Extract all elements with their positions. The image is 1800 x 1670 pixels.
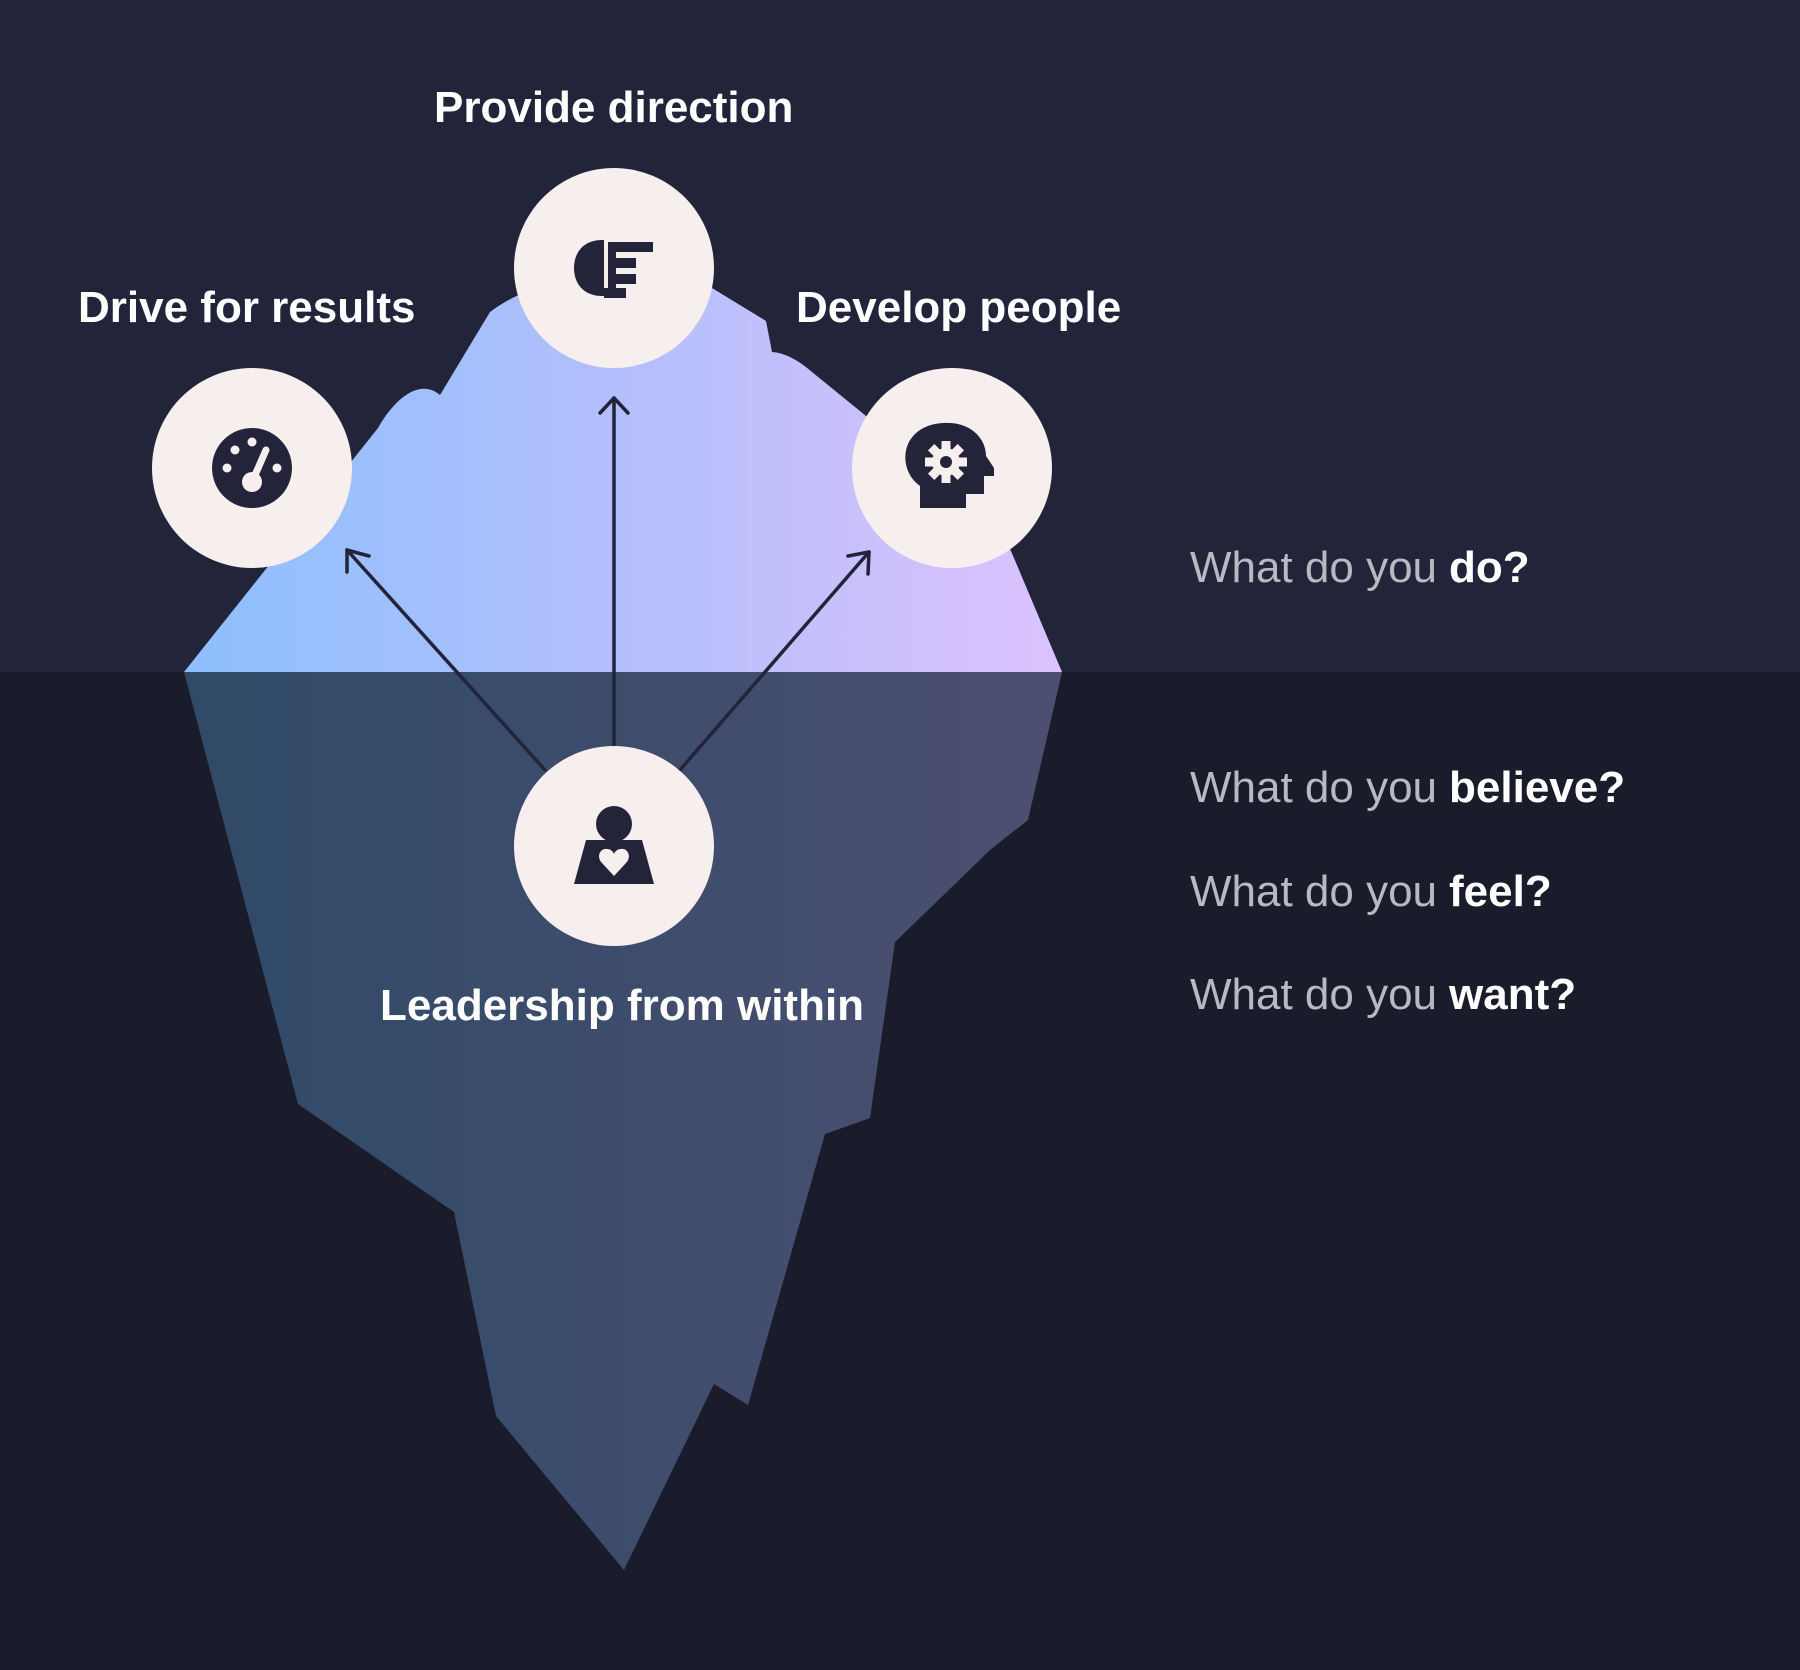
question-emphasis: believe? <box>1449 763 1625 812</box>
direction-label: Provide direction <box>434 86 793 130</box>
question-lead: What do you <box>1190 763 1437 812</box>
node-drive <box>152 368 352 568</box>
drive-label: Drive for results <box>78 286 415 330</box>
question-lead: What do you <box>1190 867 1437 916</box>
question-lead: What do you <box>1190 970 1437 1019</box>
question-emphasis: feel? <box>1449 867 1552 916</box>
within-label: Leadership from within <box>380 984 864 1028</box>
node-direction <box>514 168 714 368</box>
node-within <box>514 746 714 946</box>
question-lead: What do you <box>1190 543 1437 592</box>
gear-icon <box>925 441 967 483</box>
speedometer-icon <box>212 428 292 508</box>
develop-label: Develop people <box>796 286 1121 330</box>
question-emphasis: want? <box>1449 970 1576 1019</box>
question-emphasis: do? <box>1449 543 1530 592</box>
node-develop <box>852 368 1052 568</box>
